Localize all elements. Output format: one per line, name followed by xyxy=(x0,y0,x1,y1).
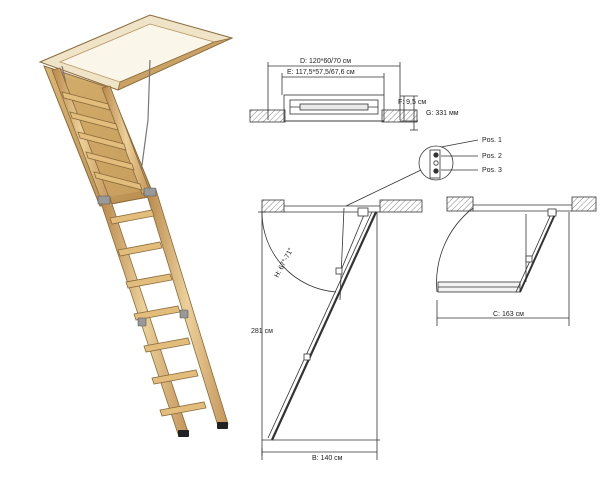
closed-hatch-drawing xyxy=(249,62,418,131)
position-detail xyxy=(345,139,479,207)
label-length-c: C: 163 см xyxy=(493,311,524,318)
label-length-b: B: 140 см xyxy=(312,455,343,462)
label-height-g: G: 331 мм xyxy=(426,110,459,117)
label-frame-f: F: 9,5 см xyxy=(398,99,426,106)
label-pos3: Pos. 3 xyxy=(482,167,502,174)
label-width-d: D: 120*60/70 см xyxy=(300,58,351,65)
ladder-illustration xyxy=(38,14,234,437)
ladder-right-rail xyxy=(145,189,229,427)
label-height-total: 281 см xyxy=(251,328,273,335)
label-width-e: E: 117,5*57,5/67,6 см xyxy=(287,69,355,76)
ladder-foot-right xyxy=(217,422,228,429)
side-view-drawing xyxy=(258,199,423,460)
label-pos2: Pos. 2 xyxy=(482,153,502,160)
ladder-foot-left xyxy=(178,430,189,437)
label-pos1: Pos. 1 xyxy=(482,137,502,144)
folded-view-drawing xyxy=(436,196,597,326)
